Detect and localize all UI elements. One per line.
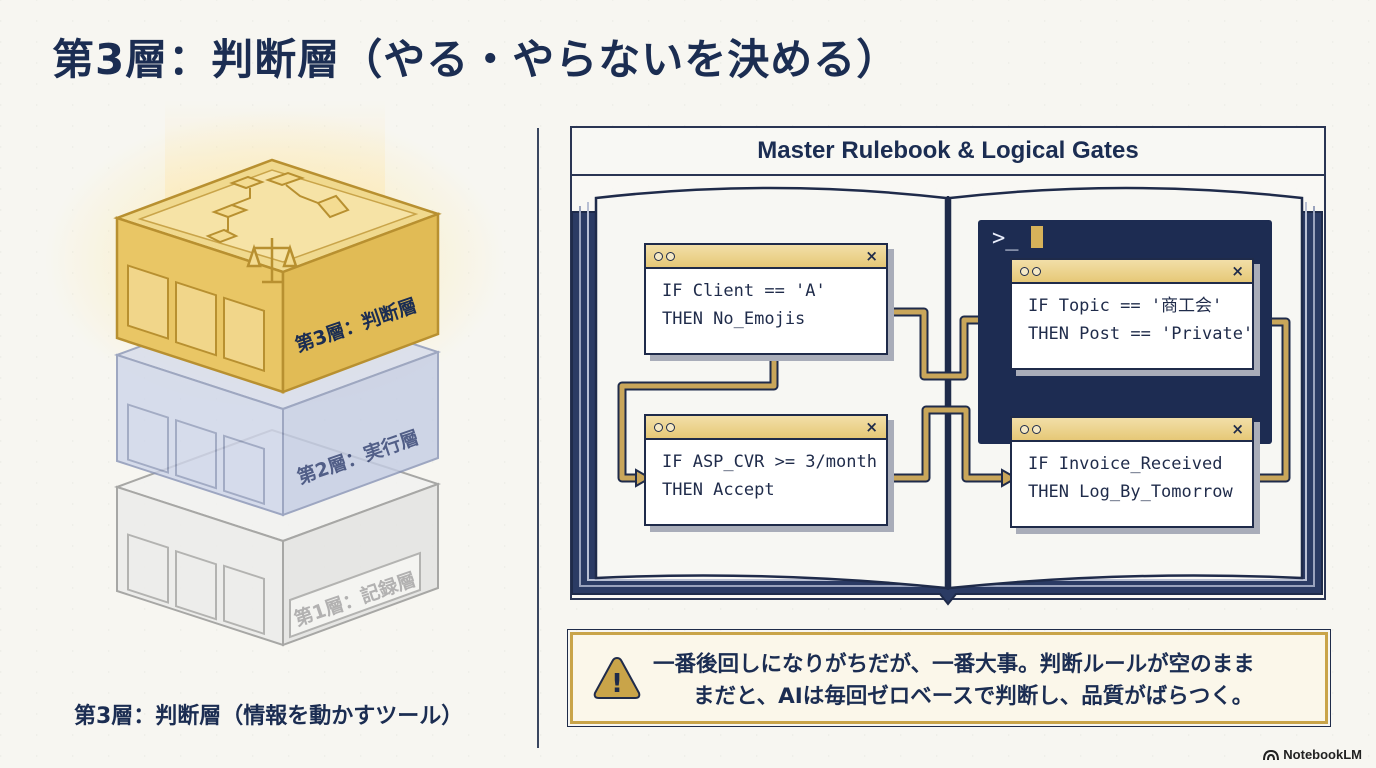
- window-dots-icon: [1020, 424, 1041, 434]
- warning-callout: ! 一番後回しになりがちだが、一番大事。判断ルールが空のまま まだと、AIは毎回…: [567, 629, 1331, 727]
- window-dots-icon: [1020, 266, 1041, 276]
- notebooklm-logo-icon: [1263, 749, 1280, 760]
- close-icon[interactable]: ×: [1231, 262, 1244, 280]
- page-title: 第3層：判断層（やる・やらないを決める）: [52, 35, 900, 84]
- terminal-cursor: [1030, 226, 1043, 248]
- warning-text-line1: 一番後回しになりがちだが、一番大事。判断ルールが空のまま: [653, 652, 1255, 677]
- rule-condition: IF Invoice_Received: [1028, 454, 1223, 474]
- warning-text-line2: まだと、AIは毎回ゼロベースで判断し、品質がばらつく。: [693, 684, 1254, 709]
- panel-header: Master Rulebook & Logical Gates: [572, 128, 1324, 176]
- svg-text:!: !: [611, 669, 623, 699]
- close-icon[interactable]: ×: [865, 418, 878, 436]
- scales-icon: [246, 238, 298, 284]
- flowchart-icon: [205, 171, 350, 244]
- rule-window-client: × IF Client == 'A' THEN No_Emojis: [644, 243, 888, 355]
- window-dots-icon: [654, 422, 675, 432]
- window-dots-icon: [654, 251, 675, 261]
- rule-condition: IF ASP_CVR >= 3/month: [662, 452, 877, 472]
- rule-action: THEN Post == 'Private': [1028, 324, 1254, 344]
- close-icon[interactable]: ×: [1231, 420, 1244, 438]
- warning-icon: !: [593, 656, 641, 699]
- rule-window-topic: × IF Topic == '商工会' THEN Post == 'Private…: [1010, 258, 1254, 370]
- brand-label: NotebookLM: [1283, 747, 1362, 762]
- section-divider: [537, 128, 539, 748]
- terminal-prompt: >_: [992, 226, 1043, 251]
- layer3-block: 第3層：判断層: [113, 158, 442, 394]
- rule-condition: IF Client == 'A': [662, 281, 826, 301]
- rule-action: THEN No_Emojis: [662, 309, 806, 329]
- rule-condition: IF Topic == '商工会': [1028, 296, 1223, 316]
- stack-caption: 第3層：判断層（情報を動かすツール）: [74, 704, 464, 729]
- layer-stack-diagram: 第1層：記録層 第2層：実行層 第3層：判断層: [45, 100, 505, 647]
- close-icon[interactable]: ×: [865, 247, 878, 265]
- rule-action: THEN Log_By_Tomorrow: [1028, 482, 1233, 502]
- brand-watermark: NotebookLM: [1263, 747, 1362, 762]
- rule-action: THEN Accept: [662, 480, 775, 500]
